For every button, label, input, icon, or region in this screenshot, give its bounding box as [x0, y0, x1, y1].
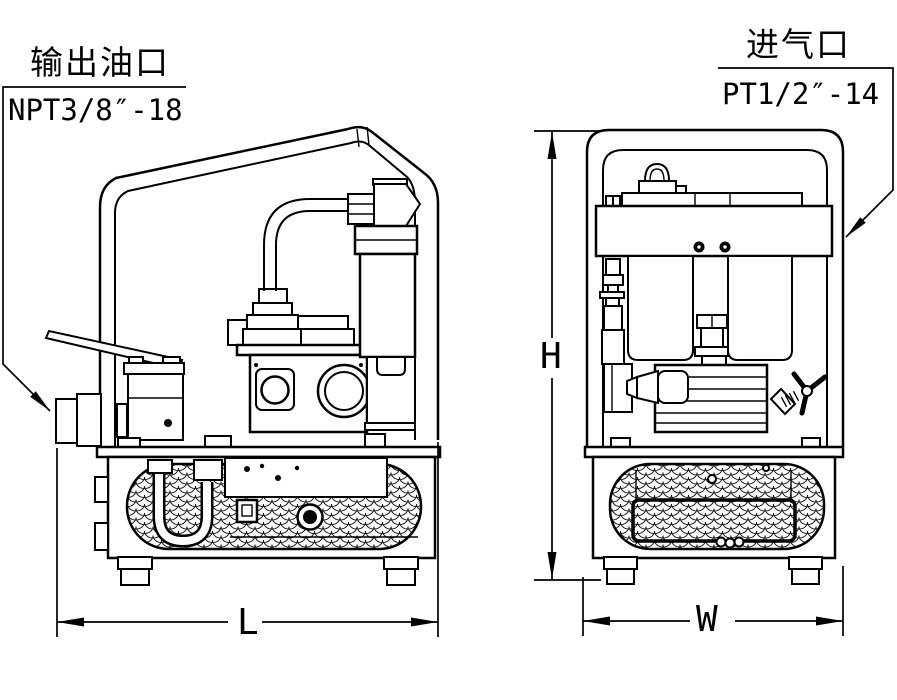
callout-inlet-spec: PT1/2″-14 [722, 77, 879, 111]
base-plate [583, 445, 845, 459]
dimension-width: W [582, 566, 844, 640]
base-plate [95, 445, 442, 459]
twin-cylinders [627, 257, 793, 367]
hydraulic-hose [263, 198, 348, 291]
dome-cap [643, 162, 671, 182]
reservoir-assembly [94, 433, 442, 586]
dimension-length-label: L [237, 602, 259, 643]
arrowhead [57, 617, 84, 627]
foot [117, 556, 419, 586]
air-motor-top-assembly [594, 162, 834, 258]
coiled-hose [147, 459, 223, 548]
reservoir-mesh-panel [608, 462, 826, 551]
leader-line [2, 86, 186, 412]
callout-oil-output-port: 输出油口 NPT3/8″-18 [2, 43, 186, 412]
arrowhead [846, 217, 866, 237]
leader-line [718, 67, 894, 238]
arrowhead [30, 391, 50, 411]
gauge-block [235, 498, 259, 524]
arrowhead [583, 616, 610, 626]
pump-mid-block [626, 363, 769, 434]
arrowhead [547, 552, 557, 579]
carry-handle [98, 125, 440, 447]
callout-output-title: 输出油口 [30, 43, 170, 82]
arrowhead [816, 616, 843, 626]
dimension-height-label: H [540, 336, 562, 377]
air-filter-column [347, 178, 422, 431]
arrowhead [547, 132, 557, 159]
pump-body [227, 288, 395, 434]
star-knob-valve [769, 371, 828, 416]
right-view-side [583, 128, 845, 585]
arrowhead [411, 617, 438, 627]
callout-air-inlet: 进气口 PT1/2″-14 [718, 25, 894, 238]
dimension-height: H [534, 130, 601, 581]
dimension-width-label: W [696, 599, 718, 640]
foot [603, 556, 823, 585]
handle-recess [631, 498, 797, 543]
dimension-length: L [56, 442, 439, 643]
callout-output-spec: NPT3/8″-18 [8, 93, 183, 127]
tank-side-port [94, 522, 109, 551]
tank-side-port [94, 476, 109, 503]
control-panel [224, 457, 388, 498]
left-view-front [44, 125, 442, 586]
carry-handle-frame [585, 128, 845, 447]
mounting-plate [594, 204, 834, 258]
release-valve-block [117, 356, 185, 448]
callout-inlet-title: 进气口 [746, 25, 851, 64]
oil-output-port-fitting [55, 393, 102, 447]
reservoir-assembly-side [583, 437, 845, 585]
